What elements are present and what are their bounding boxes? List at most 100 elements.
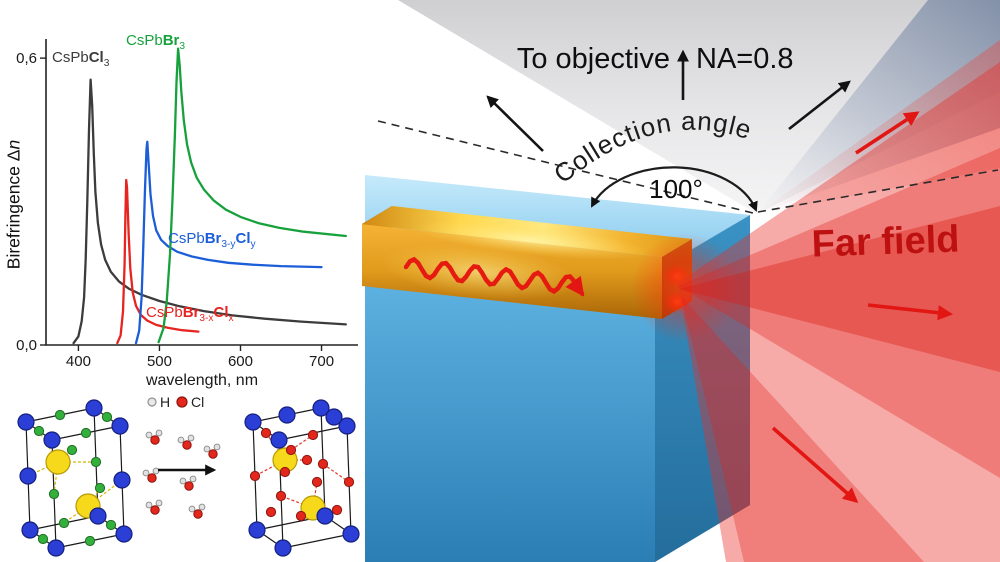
reflected-beam-wedge [757,0,1000,214]
series-curve-CsPbCl3 [72,78,347,345]
halide-atom [279,466,291,478]
series-curve-CsPbBr3-yCly [134,140,323,345]
h-atom [145,501,153,509]
guided-light-wave-arrow [403,256,585,297]
halide-atom [265,506,277,518]
halide-atom [66,444,78,456]
pb-atom [274,539,292,557]
h-atom [142,469,150,477]
pb-atom [19,467,37,485]
pb-atom [115,525,133,543]
halide-atom [37,533,49,545]
halide-atom [105,519,117,531]
far-field-cone-mid [678,148,1000,478]
atom-legend: H Cl [147,394,204,410]
pb-atom [316,507,334,525]
curve-label-cspbbr3: CsPbBr3 [126,32,186,52]
far-field-cone-down [681,296,924,562]
cl-atom [193,509,203,519]
h-atom [145,431,153,439]
pb-atom [325,408,343,426]
halide-atom [249,470,261,482]
crystal-before-exchange [17,399,133,557]
halide-atom [54,409,66,421]
h-atom [179,477,187,485]
angle-value-label: 100° [649,174,703,204]
halide-atom [301,454,313,466]
far-field-arrow-bottom [771,426,859,503]
halide-atom [275,490,287,502]
far-field-cone-bright [679,206,1000,372]
h-atom [188,505,196,513]
pb-atom [338,417,356,435]
cs-atom [45,449,71,475]
halide-atom [307,429,319,441]
cl-atom [184,481,194,491]
na-label: NA=0.8 [696,43,794,75]
x-tick-label: 600 [228,353,253,370]
far-field-arrow-top [855,111,920,155]
h-atom [155,429,163,437]
h-atom [177,436,185,444]
pb-atom [85,399,103,417]
pb-atom [89,507,107,525]
far-field-emission [631,62,1000,562]
curve-label-cspbcl3: CsPbCl3 [52,49,110,69]
pb-atom [278,406,296,424]
legend-cl-label: Cl [191,394,204,410]
unit-cell-edge [282,533,352,549]
collection-arrow-left [486,95,544,152]
halide-atom [80,427,92,439]
h-atom [189,475,197,483]
pb-atom [248,521,266,539]
far-field-arrow-mid [867,303,954,321]
cl-atom [150,435,160,445]
pb-atom [111,417,129,435]
crystal-after-exchange [244,399,360,557]
y-tick-label: 0,6 [16,50,37,67]
x-axis-label: wavelength, nm [145,372,258,389]
halide-atom [58,517,70,529]
h-atom [213,443,221,451]
series-curve-CsPbBr3 [157,47,347,344]
cl-atom [208,449,218,459]
pb-atom [17,413,35,431]
chart-axes [45,39,358,346]
pb-atom [244,413,262,431]
pb-atom [312,399,330,417]
bond [322,463,350,483]
halide-atom [90,456,102,468]
crystal-structures-panel: H Cl [17,394,360,557]
curve-label-cspbbr3-ycly: CsPbBr3-yCly [168,230,256,250]
halide-atom [317,458,329,470]
collection-arrow-right [788,80,851,131]
hcl-molecule-cluster [142,429,221,519]
substrate-front-face [365,231,655,562]
halide-atom [101,411,113,423]
to-objective-label: To objective [517,43,670,75]
halide-atom [33,425,45,437]
h-atom [155,499,163,507]
curve-label-cspbbr3-xclx: CsPbBr3-xClx [146,304,234,324]
halide-atom [48,488,60,500]
emission-glow [631,233,741,343]
red-top-wedge [757,40,1000,214]
halide-atom [343,476,355,488]
halide-atom [94,482,106,494]
y-axis-label: Birefringence Δn [3,139,24,270]
pb-atom [270,431,288,449]
h-atom [198,503,206,511]
h-atom [203,445,211,453]
halide-atom [285,444,297,456]
h-atom [187,434,195,442]
pb-atom [342,525,360,543]
halide-atom [84,535,96,547]
pb-atom [43,431,61,449]
series-curve-CsPbBr3-xClx [116,178,200,345]
pb-atom [21,521,39,539]
pb-atom [47,539,65,557]
waveguide-top-highlight [410,220,650,260]
h-atom-icon [147,397,157,407]
